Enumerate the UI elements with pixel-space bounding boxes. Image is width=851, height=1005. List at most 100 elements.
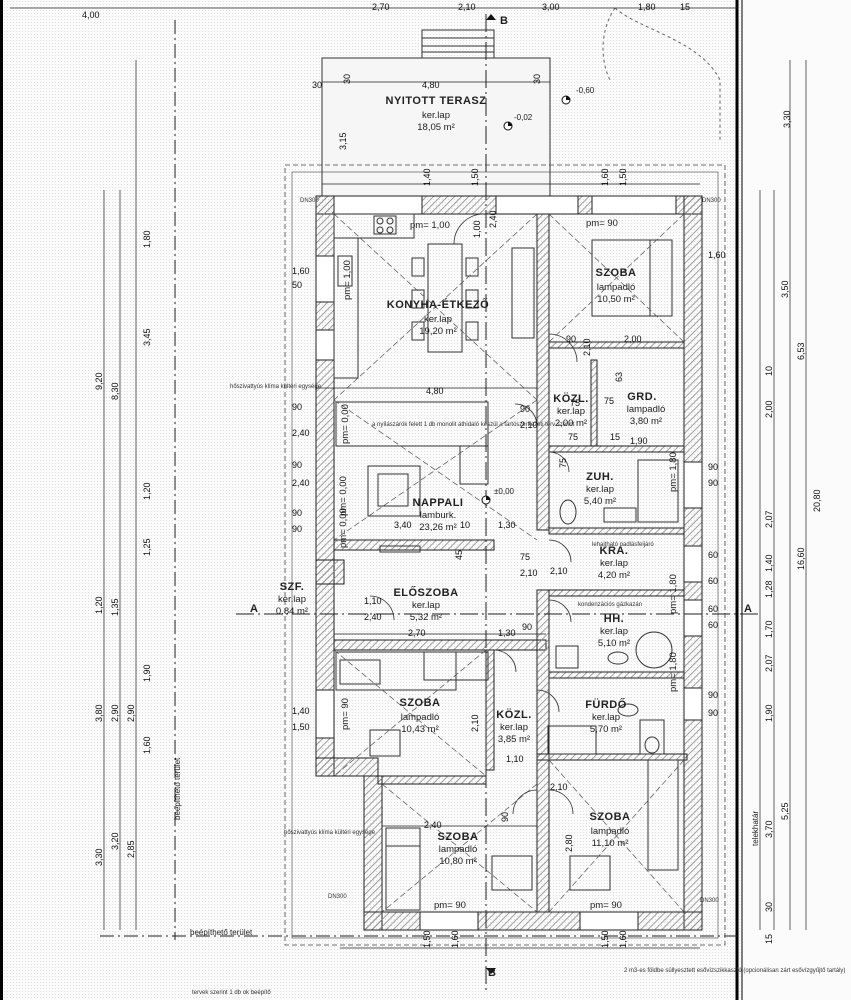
dim: 6,53 xyxy=(796,342,806,360)
pm-label: pm= 90 xyxy=(586,218,618,229)
room-floor: ker.lap xyxy=(278,594,306,605)
dim: 2,90 xyxy=(110,704,120,722)
room-area: 3,85 m² xyxy=(498,734,530,745)
note-buildable: beépíthető terület xyxy=(190,928,253,937)
section-label-a-right: A xyxy=(744,603,752,615)
room-floor: ker.lap xyxy=(557,406,585,417)
room-area: 2,00 m² xyxy=(555,418,587,429)
dim: 75 xyxy=(558,458,568,468)
dim: 2,00 xyxy=(764,400,774,418)
dim: 2,40 xyxy=(292,428,310,438)
dim: 90 xyxy=(292,524,302,534)
room-area: 10,43 m² xyxy=(401,724,439,735)
door-swings xyxy=(369,213,578,815)
room-area: 5,10 m² xyxy=(598,638,630,649)
room-name: KÖZL. xyxy=(553,392,589,405)
dim: 75 xyxy=(520,552,530,562)
dim: 50 xyxy=(292,280,302,290)
room-area: 19,20 m² xyxy=(419,326,457,337)
dim: 1,70 xyxy=(764,620,774,638)
dim: 3,15 xyxy=(338,132,348,150)
room-name: SZOBA xyxy=(438,831,479,843)
dim: 1,30 xyxy=(498,628,516,638)
dim: 60 xyxy=(708,576,718,586)
path-curve-2 xyxy=(602,7,616,81)
dim: 2,80 xyxy=(564,834,574,852)
section-label-a-left: A xyxy=(250,603,258,615)
dim: 1,60 xyxy=(600,168,610,186)
dim: 2,10 xyxy=(520,420,538,430)
dim: 3,30 xyxy=(782,110,792,128)
note-dn300: DN300 xyxy=(700,898,719,904)
dims-left: 9,20 8,30 3,45 1,80 1,20 1,25 1,90 1,35 … xyxy=(94,230,152,866)
pm-label: pm= 90 xyxy=(340,698,351,730)
dim: 15 xyxy=(610,432,620,442)
dim: 2,40 xyxy=(424,820,442,830)
dim: 2,40 xyxy=(364,612,382,622)
dim: 90 xyxy=(500,812,510,822)
room-area: 23,26 m² xyxy=(419,522,457,533)
inner-walls xyxy=(315,213,688,913)
dim: 1,50 xyxy=(422,930,432,948)
eaves-outline xyxy=(291,171,719,939)
room-area: 18,05 m² xyxy=(417,122,455,133)
dim: 1,90 xyxy=(764,704,774,722)
dims-inner: 2,00 1,90 75 2,10 90 90 2,10 4,80 3,40 1… xyxy=(292,250,726,852)
dimension-lines xyxy=(10,7,807,949)
dim: 75 xyxy=(604,396,614,406)
room-area: 5,32 m² xyxy=(410,612,442,623)
room-area: 5,70 m² xyxy=(590,724,622,735)
dim: 90 xyxy=(566,334,576,344)
dim: 90 xyxy=(522,622,532,632)
pm-label: pm= 1,00 xyxy=(410,220,450,231)
dim: 30 xyxy=(532,74,542,84)
dim: 2,70 xyxy=(372,2,390,12)
room-area: 3,80 m² xyxy=(630,416,662,427)
dim: 2,10 xyxy=(550,782,568,792)
note-heat-pump: hőszivattyús klíma kültéri egysége xyxy=(230,384,322,390)
terrace-steps xyxy=(421,29,495,59)
dim: 1,28 xyxy=(764,580,774,598)
room-name: NAPPALI xyxy=(413,497,464,509)
dim: 2,70 xyxy=(408,628,426,638)
dim: 2,07 xyxy=(764,510,774,528)
dim: 60 xyxy=(708,620,718,630)
dims-terrace: 30 30 4,80 30 3,15 1,40 1,50 1,60 1,50 1… xyxy=(312,74,628,238)
room-floor: ker.lap xyxy=(586,484,614,495)
room-name: ZUH. xyxy=(586,471,614,483)
room-name: ELŐSZOBA xyxy=(393,586,458,599)
dim: 90 xyxy=(292,460,302,470)
level-floor: ±0,00 xyxy=(494,487,515,496)
note-dn300: DN300 xyxy=(300,198,319,204)
dim: 15 xyxy=(764,934,774,944)
bedroom-furniture xyxy=(335,239,679,911)
pm-label: pm= 1,80 xyxy=(668,652,679,692)
dim: 3,45 xyxy=(142,328,152,346)
pm-label: pm= 1,80 xyxy=(668,574,679,614)
level-terrace: -0,02 xyxy=(514,113,533,122)
dim: 1,50 xyxy=(600,930,610,948)
dim: 1,50 xyxy=(618,168,628,186)
room-name: NYITOTT TERASZ xyxy=(386,95,487,107)
room-name: SZOBA xyxy=(590,811,631,823)
dim: 2,00 xyxy=(624,334,642,344)
dim: 2,10 xyxy=(582,338,592,356)
dim: 15 xyxy=(680,2,690,12)
dim: 1,80 xyxy=(142,230,152,248)
dim: 4,80 xyxy=(422,80,440,90)
dim: 1,10 xyxy=(506,754,524,764)
dim: 2,10 xyxy=(550,566,568,576)
dim: 2,40 xyxy=(292,478,310,488)
dims-top: 4,00 2,70 2,10 3,00 1,80 15 xyxy=(82,2,690,20)
dim: 2,10 xyxy=(458,2,476,12)
dim: 20,80 xyxy=(812,489,822,512)
dim: 1,90 xyxy=(142,664,152,682)
room-name: SZOBA xyxy=(596,267,637,279)
room-floor: ker.lap xyxy=(592,712,620,723)
room-name: SZOBA xyxy=(400,697,441,709)
dim: 10 xyxy=(764,366,774,376)
note-dn300: DN300 xyxy=(328,894,347,900)
dim: 90 xyxy=(292,508,302,518)
room-name: KRA. xyxy=(600,545,629,557)
